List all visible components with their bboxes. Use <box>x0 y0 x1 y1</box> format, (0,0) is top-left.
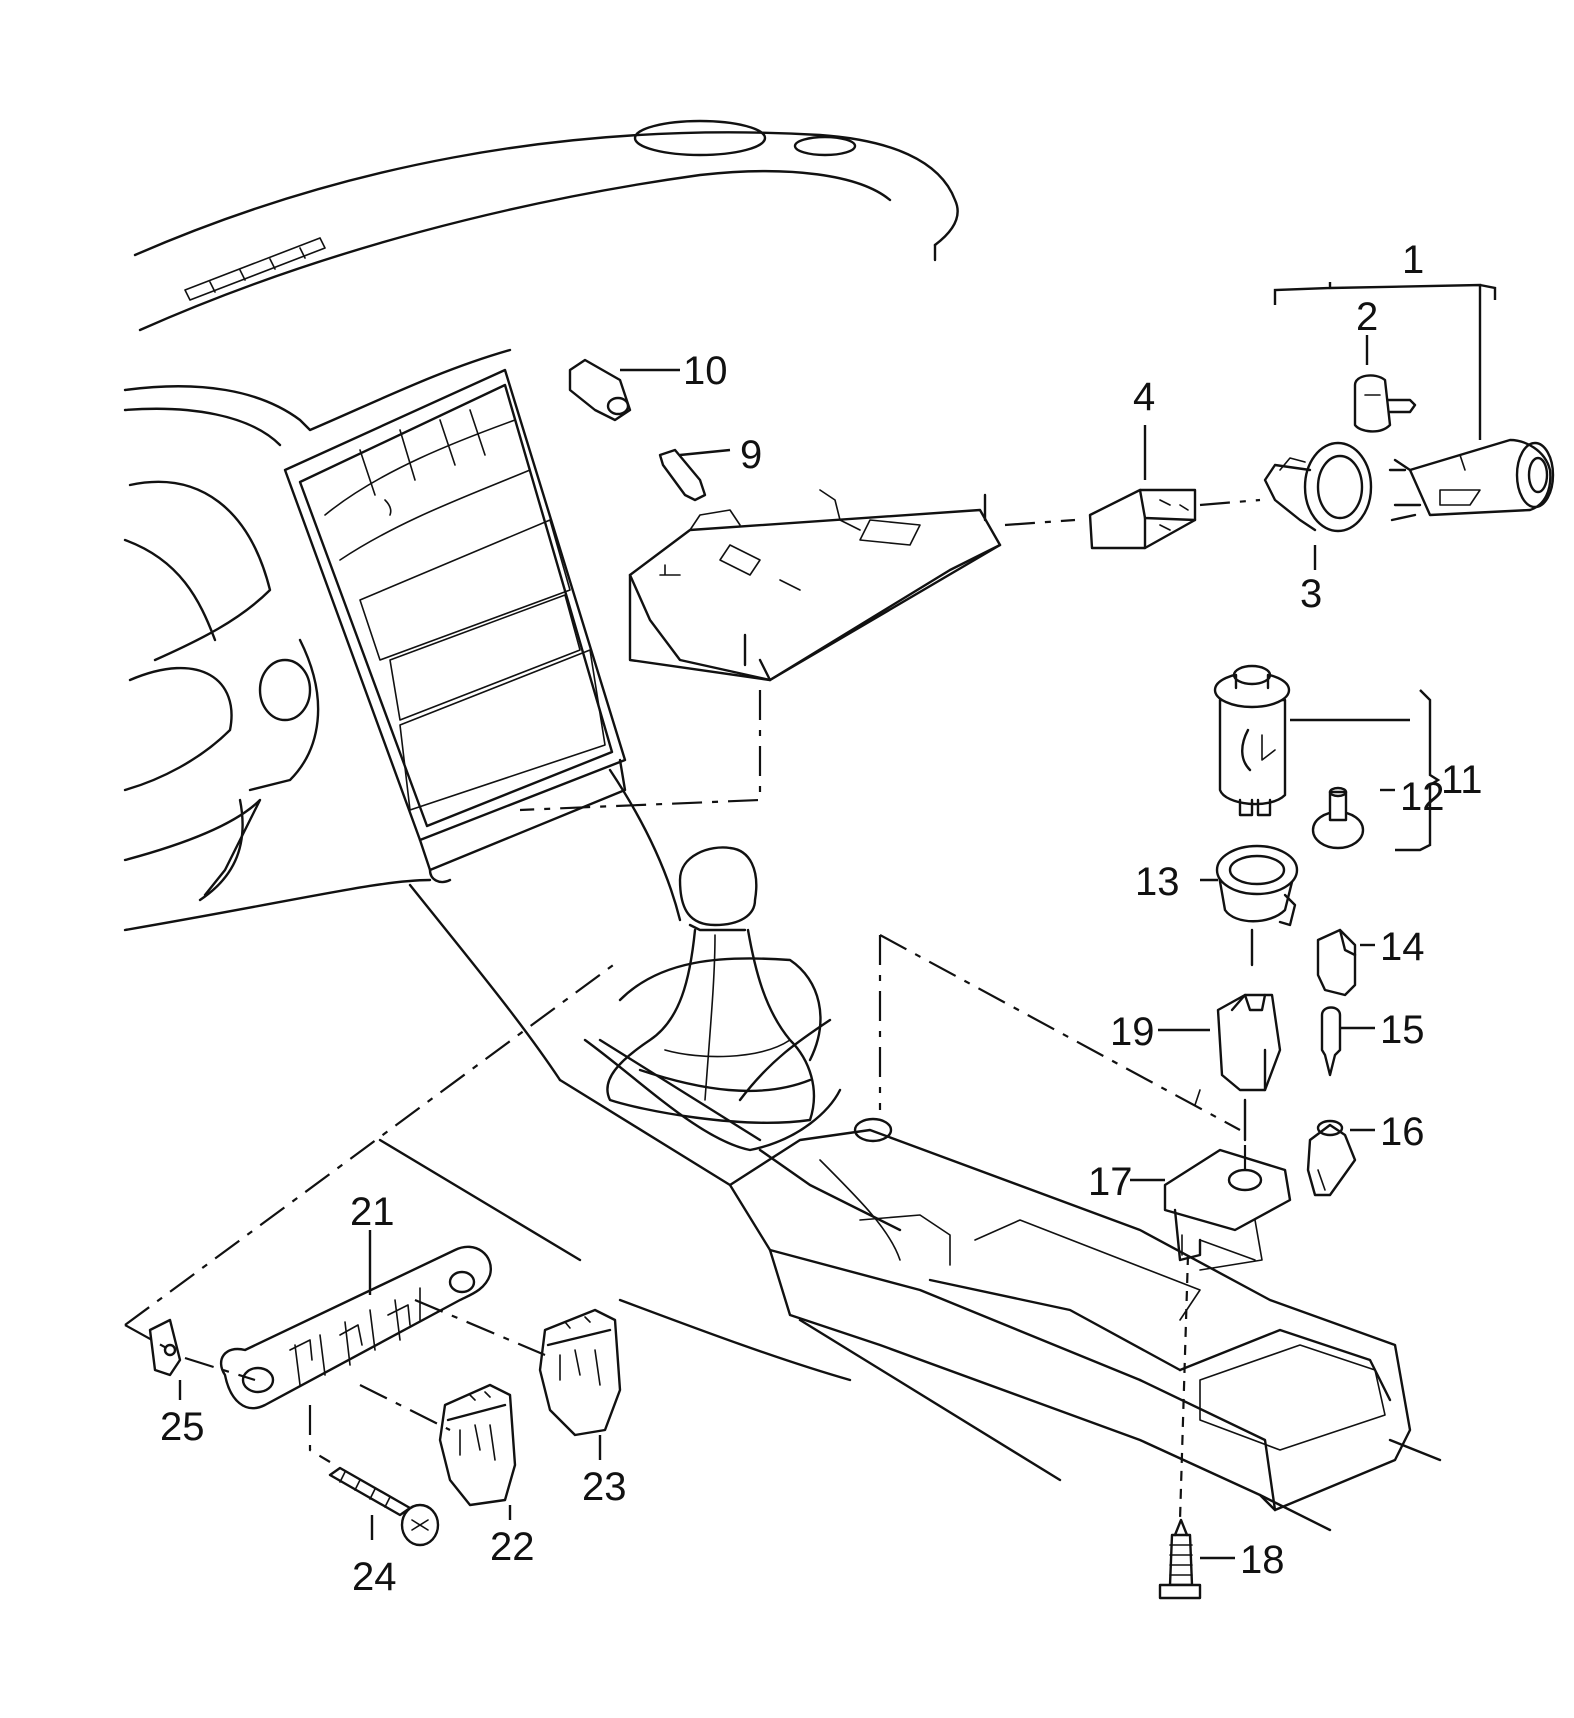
callout-17: 17 <box>1088 1160 1133 1204</box>
callout-3: 3 <box>1300 572 1322 616</box>
callout-4: 4 <box>1133 375 1155 419</box>
callout-24: 24 <box>352 1555 397 1599</box>
part-21-switch-panel <box>219 1245 492 1410</box>
callout-15: 15 <box>1380 1008 1425 1052</box>
callout-14: 14 <box>1380 925 1425 969</box>
callout-2: 2 <box>1356 295 1378 339</box>
callout-19: 19 <box>1110 1010 1155 1054</box>
part-16-socket <box>1306 1119 1357 1197</box>
callout-12: 12 <box>1400 775 1445 819</box>
callout-18: 18 <box>1240 1538 1285 1582</box>
callout-22: 22 <box>490 1525 535 1569</box>
part-15-bulb <box>1320 1006 1342 1077</box>
part-22-connector <box>438 1383 517 1507</box>
callout-labels: 1 2 3 4 9 10 11 12 13 14 15 16 17 18 19 … <box>160 238 1483 1599</box>
callout-25: 25 <box>160 1405 205 1449</box>
part-2-bulb <box>1353 374 1417 433</box>
dashboard <box>123 119 959 932</box>
callout-21: 21 <box>350 1190 395 1234</box>
part-1-cigarette-lighter <box>1388 438 1555 522</box>
part-17-bracket <box>1163 1148 1292 1271</box>
gear-shift-knob-and-boot <box>583 846 842 1152</box>
leader-lines <box>178 282 1497 1560</box>
callout-16: 16 <box>1380 1110 1425 1154</box>
callout-9: 9 <box>740 433 762 477</box>
callout-13: 13 <box>1135 860 1180 904</box>
part-18-screw <box>1158 1518 1202 1600</box>
center-stack <box>283 368 627 884</box>
part-11-switch <box>1213 664 1291 817</box>
callout-10: 10 <box>683 349 728 393</box>
part-23-connector <box>538 1308 622 1437</box>
callout-23: 23 <box>582 1465 627 1509</box>
part-3-lighter-ring <box>1263 441 1373 533</box>
part-14-holder <box>1316 928 1357 997</box>
part-24-screw <box>328 1466 440 1547</box>
radio-frame <box>628 489 1002 682</box>
part-13-ring <box>1215 844 1299 927</box>
part-9-bulb <box>658 448 707 502</box>
callout-11: 11 <box>1441 758 1483 802</box>
callout-1: 1 <box>1402 238 1424 282</box>
part-10-bulb-holder <box>568 358 632 422</box>
assembly-lines <box>124 498 1261 1521</box>
part-4-switch-housing <box>1088 488 1197 550</box>
part-12-bulb <box>1311 786 1365 850</box>
part-19-housing <box>1216 993 1282 1092</box>
